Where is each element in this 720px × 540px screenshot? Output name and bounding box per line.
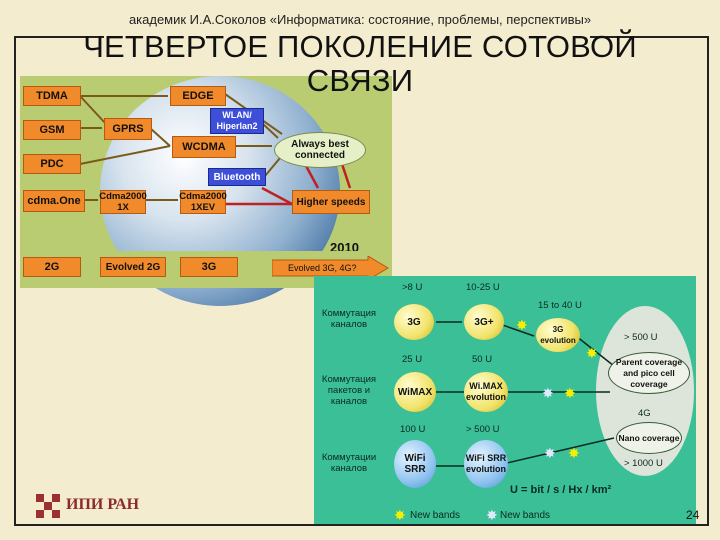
value-label: 25 U <box>402 354 423 365</box>
arrow-to-higher <box>261 186 293 206</box>
star-icon: ✸ <box>586 345 598 361</box>
arrow-bt-bubble <box>264 157 281 177</box>
value-label: 10-25 U <box>466 282 500 293</box>
arrow-gprs-wcdma <box>149 127 171 147</box>
value-label: > 500 U <box>624 332 658 343</box>
gen-evolved-2g: Evolved 2G <box>100 257 166 277</box>
cdma2000-1xev-box: Cdma2000 1XEV <box>179 190 227 214</box>
arrow-tdma-gprs <box>79 95 107 125</box>
star-icon: ✸ <box>568 445 580 461</box>
ipi-ran-logo-icon <box>34 492 62 520</box>
value-label: > 500 U <box>466 424 500 435</box>
evolution-arrow <box>272 256 389 280</box>
frame-line <box>590 36 708 38</box>
header-text: академик И.А.Соколов «Информатика: состо… <box>128 12 592 27</box>
wlan-box: WLAN/ Hiperlan2 <box>210 108 264 134</box>
gsm-box: GSM <box>23 120 81 140</box>
arrow-to-higher <box>340 163 352 189</box>
legend-new-bands: New bands <box>500 510 551 521</box>
star-icon: ✸ <box>542 385 554 401</box>
evolved-3g-4g-label: Evolved 3G, 4G? <box>288 263 357 273</box>
arrow-to-higher <box>303 163 320 189</box>
star-icon: ✸ <box>516 317 528 333</box>
node-nano-coverage: Nano coverage <box>616 422 682 454</box>
value-label: >8 U <box>402 282 423 293</box>
node-3g-evolution: 3G evolution <box>536 318 580 352</box>
value-label: 100 U <box>400 424 426 435</box>
gen-3g: 3G <box>180 257 238 277</box>
frame-line <box>14 36 16 526</box>
edge-box: EDGE <box>170 86 226 106</box>
tdma-box: TDMA <box>23 86 81 106</box>
gprs-box: GPRS <box>104 118 152 140</box>
row-label-circuit: Коммутация каналов <box>321 308 377 330</box>
legend-new-bands: New bands <box>410 510 461 521</box>
node-wimax-evolution: Wi.MAX evolution <box>464 372 508 412</box>
row-label-packet: Коммутация пакетов и каналов <box>321 374 377 407</box>
page-number: 24 <box>686 508 700 522</box>
slide-title: ЧЕТВЕРТОЕ ПОКОЛЕНИЕ СОТОВОЙ СВЯЗИ <box>83 29 637 98</box>
capacity-diagram: Коммутация каналов Коммутация пакетов и … <box>314 276 696 524</box>
cdma2000-1x-box: Cdma2000 1X <box>99 190 147 214</box>
legend-new-bands-icon: ✸ <box>486 507 498 523</box>
value-label: 50 U <box>472 354 493 365</box>
arrow-wlan-bubble <box>262 123 279 139</box>
label-4g: 4G <box>638 408 651 419</box>
node-wimax: WiMAX <box>394 372 436 412</box>
node-wifi-srr: WiFi SRR <box>394 440 436 488</box>
bluetooth-box: Bluetooth <box>208 168 266 186</box>
formula: U = bit / s / Hx / km² <box>510 484 612 496</box>
star-icon: ✸ <box>544 445 556 461</box>
higher-speeds-box: Higher speeds <box>292 190 370 214</box>
star-icon: ✸ <box>564 385 576 401</box>
node-3g: 3G <box>394 304 434 340</box>
wcdma-box: WCDMA <box>172 136 236 158</box>
pdc-box: PDC <box>23 154 81 174</box>
cdmaone-box: cdma.One <box>23 190 85 212</box>
row-label-circuit-2: Коммутации каналов <box>321 452 377 474</box>
frame-line <box>14 524 709 526</box>
logo-text: ИПИ РАН <box>66 496 140 513</box>
gen-2g: 2G <box>23 257 81 277</box>
arrow-pdc-wcdma <box>79 145 171 165</box>
node-parent-coverage: Parent coverage and pico cell coverage <box>608 352 690 394</box>
value-label: > 1000 U <box>624 458 663 469</box>
node-wifi-srr-evolution: WiFi SRR evolution <box>464 440 508 488</box>
always-best-connected-bubble: Always best connected <box>274 132 366 168</box>
frame-line <box>14 36 104 38</box>
generation-strip: 2G Evolved 2G 3G Evolved 3G, 4G? <box>20 251 392 288</box>
legend-new-bands-icon: ✸ <box>394 507 406 523</box>
arrows-layer <box>79 93 352 206</box>
node-3g-plus: 3G+ <box>464 304 504 340</box>
value-label: 15 to 40 U <box>538 300 582 311</box>
frame-line <box>707 36 709 526</box>
